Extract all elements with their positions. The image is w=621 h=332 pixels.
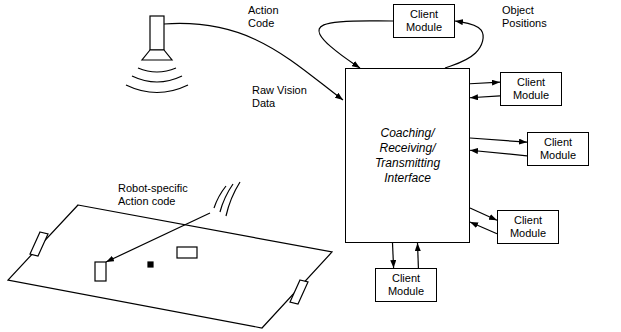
box-text: Client Module: [502, 214, 554, 240]
box-text: Client Module: [505, 76, 557, 102]
soccer-field: [8, 205, 332, 328]
robot: [95, 262, 106, 281]
client-module-box: Client Module: [527, 132, 589, 166]
interface-box: Coaching/ Receiving/ Transmitting Interf…: [345, 68, 470, 243]
goal: [290, 280, 308, 304]
annotation-label: Raw Vision Data: [250, 84, 316, 110]
connector-arrow: [393, 243, 394, 268]
radio-waves: [214, 182, 240, 216]
box-text: Coaching/ Receiving/ Transmitting Interf…: [362, 126, 454, 186]
ball: [148, 262, 153, 267]
connector-arrow: [470, 82, 500, 84]
box-text: Client Module: [380, 272, 432, 298]
box-text: Client Module: [532, 136, 584, 162]
client-module-box: Client Module: [500, 72, 562, 106]
edge-label: Action Code: [246, 4, 296, 30]
connector-arrow: [470, 150, 527, 156]
goal: [30, 232, 48, 256]
edge-label: Object Positions: [500, 4, 568, 30]
connector-arrow: [470, 208, 497, 220]
robot: [177, 247, 197, 258]
connector-arrow: [319, 21, 393, 68]
camera: [126, 16, 188, 93]
client-module-box: Client Module: [393, 4, 455, 38]
connector-arrow: [470, 96, 500, 98]
client-module-box: Client Module: [497, 210, 559, 244]
connector-arrow: [417, 243, 419, 268]
connector-arrow: [470, 222, 497, 234]
connector-arrow: [470, 138, 527, 142]
client-module-box: Client Module: [375, 268, 437, 302]
box-text: Client Module: [398, 8, 450, 34]
annotation-label: Robot-specific Action code: [116, 182, 204, 208]
